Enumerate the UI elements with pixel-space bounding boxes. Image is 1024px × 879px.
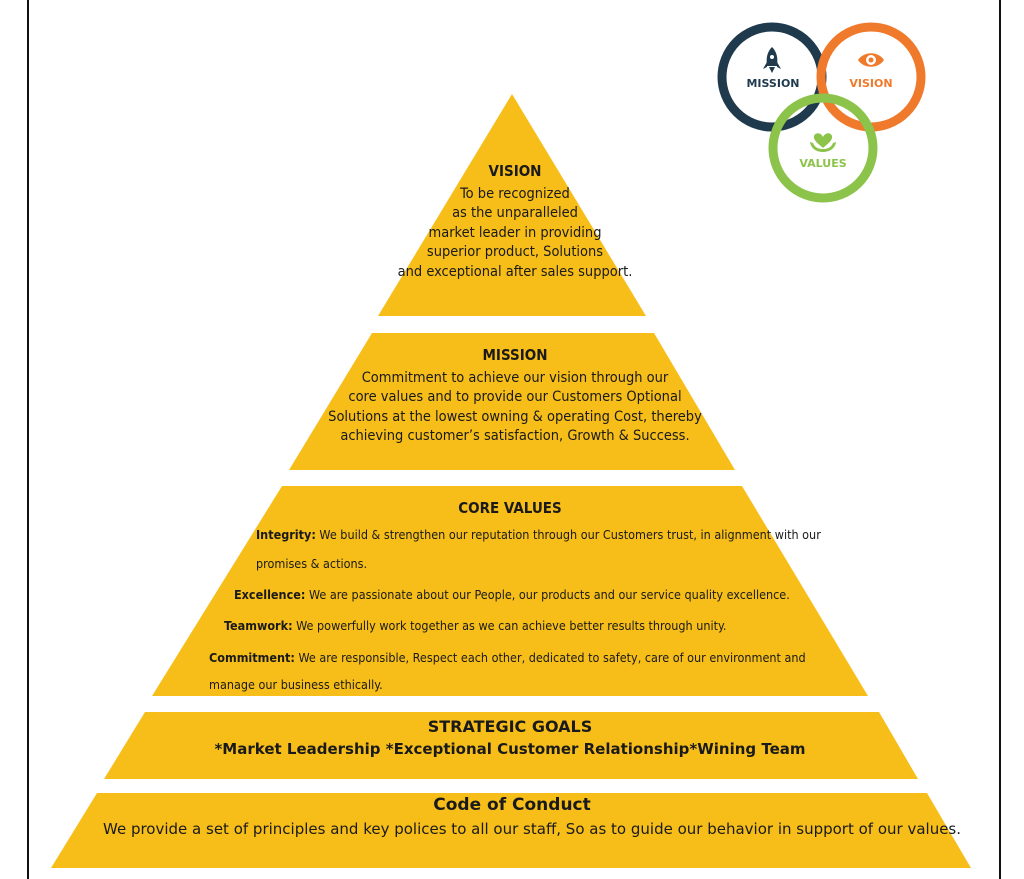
vision-line-3: market leader in providing <box>428 224 602 241</box>
mission-line-4: achieving customer’s satisfaction, Growt… <box>340 428 690 444</box>
tier-mission <box>289 333 735 470</box>
heart-hand-icon <box>810 133 836 152</box>
frame-border-left <box>27 0 29 879</box>
logo-vision-label: VISION <box>849 77 893 90</box>
commitment-text: We are responsible, Respect each other, … <box>294 650 806 665</box>
vision-title: VISION <box>488 162 542 180</box>
integrity-text: We build & strengthen our reputation thr… <box>315 527 821 542</box>
core-value-teamwork: Teamwork: We powerfully work together as… <box>224 618 726 633</box>
mission-line-2: core values and to provide our Customers… <box>348 389 682 405</box>
core-value-commitment-cont: manage our business ethically. <box>209 677 383 692</box>
mission-title: MISSION <box>482 346 548 364</box>
core-value-commitment: Commitment: We are responsible, Respect … <box>209 650 806 665</box>
mvv-logo <box>717 22 926 203</box>
eye-icon <box>858 53 884 67</box>
vision-line-2: as the unparalleled <box>452 205 578 221</box>
vision-line-5: and exceptional after sales support. <box>397 263 633 280</box>
tier-strategic-goals <box>104 712 918 779</box>
tier-vision <box>378 94 646 316</box>
mission-line-3: Solutions at the lowest owning & operati… <box>328 408 702 425</box>
logo-values-label: VALUES <box>799 157 847 170</box>
teamwork-label: Teamwork: <box>224 618 293 633</box>
integrity-label: Integrity: <box>256 527 316 542</box>
mission-text-block: MISSION Commitment to achieve our vision… <box>300 346 730 447</box>
strategic-goals-title: STRATEGIC GOALS <box>427 717 593 736</box>
vision-line-4: superior product, Solutions <box>426 244 604 260</box>
teamwork-text: We powerfully work together as we can ac… <box>292 618 727 633</box>
core-values-title: CORE VALUES <box>458 499 562 517</box>
code-of-conduct-title: Code of Conduct <box>433 795 591 815</box>
strategic-goals-text: *Market Leadership *Exceptional Customer… <box>214 740 806 758</box>
core-value-integrity: Integrity: We build & strengthen our rep… <box>256 527 821 542</box>
vision-line-1: To be recognized <box>460 185 570 202</box>
excellence-label: Excellence: <box>234 587 306 602</box>
vision-text-block: VISION To be recognized as the unparalle… <box>380 162 650 282</box>
frame-border-right <box>999 0 1001 879</box>
excellence-text: We are passionate about our People, our … <box>305 587 790 602</box>
tier-code-of-conduct <box>51 793 971 868</box>
core-value-excellence: Excellence: We are passionate about our … <box>234 587 790 602</box>
values-ring <box>768 93 878 203</box>
strategic-goals-block: STRATEGIC GOALS *Market Leadership *Exce… <box>160 717 860 758</box>
tier-core-values <box>152 486 868 696</box>
rocket-icon <box>763 47 781 73</box>
logo-mission-label: MISSION <box>746 77 800 90</box>
core-value-integrity-cont: promises & actions. <box>256 556 367 571</box>
mission-line-1: Commitment to achieve our vision through… <box>361 369 669 386</box>
code-of-conduct-text: We provide a set of principles and key p… <box>103 820 962 838</box>
commitment-label: Commitment: <box>209 650 295 665</box>
commitment-text-2: manage our business ethically. <box>209 677 383 692</box>
integrity-text-2: promises & actions. <box>256 556 368 571</box>
